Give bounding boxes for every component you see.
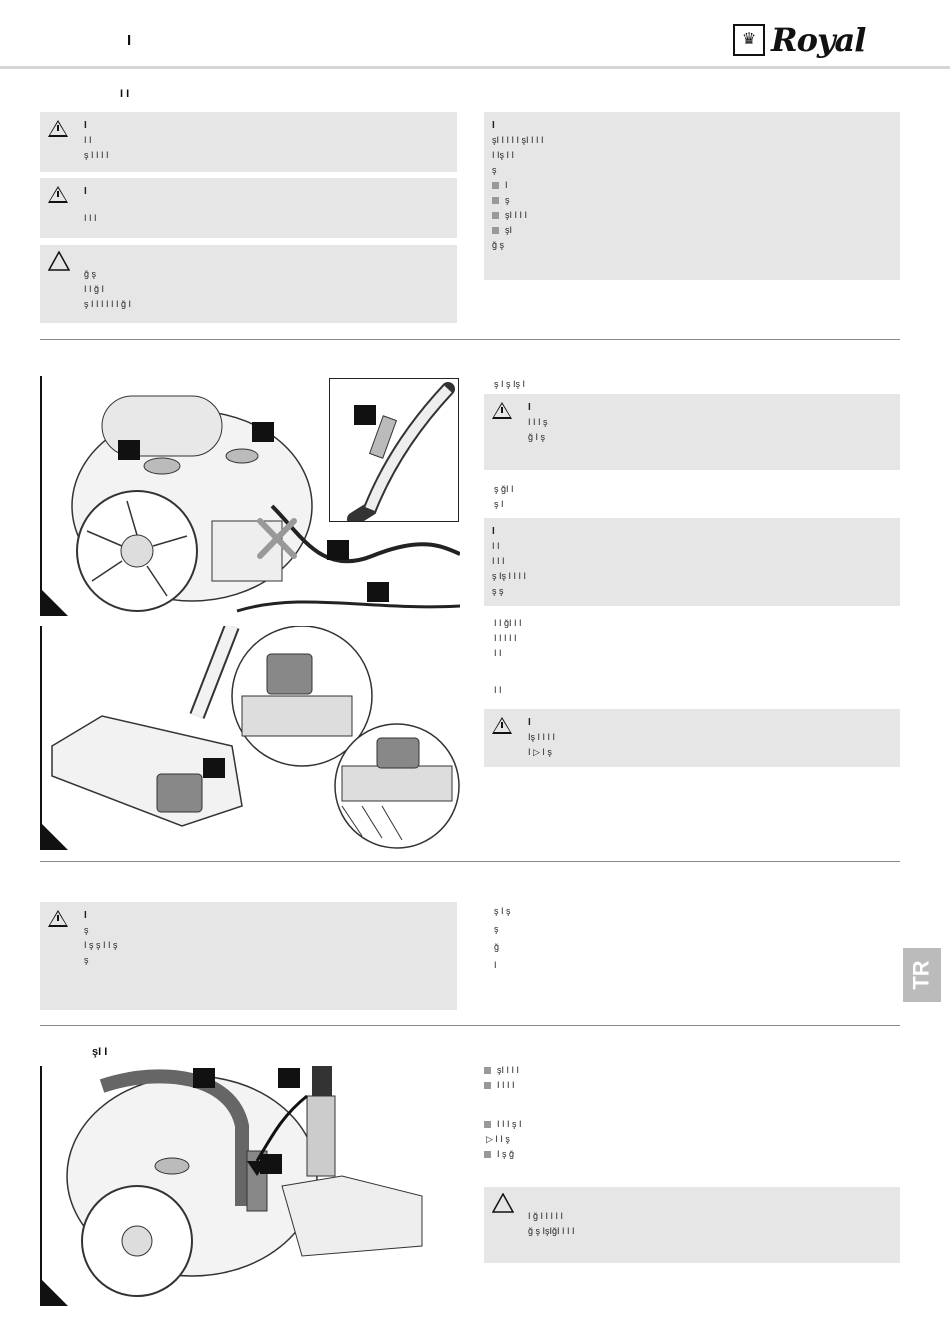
page-number: I <box>127 32 132 49</box>
figure-vacuum-body <box>40 376 460 616</box>
callout-tag <box>327 540 349 560</box>
crown-icon: ♛ <box>733 24 765 56</box>
warning-icon <box>48 120 68 137</box>
caution-box: ğ ş I I ğ I ş I I I I I I ğ I <box>40 245 457 323</box>
brand-name: Royal <box>771 21 866 59</box>
figure-hose-connect <box>40 1066 460 1306</box>
warning-box-5: I ş I ş ş I I ş ş <box>40 902 457 1010</box>
warning-icon <box>492 717 512 734</box>
info-box-2: I I I I I I ş Iş I I I I ş ş <box>484 518 900 606</box>
warning-box-2: I I I I <box>40 178 457 238</box>
list-item: I <box>492 178 892 193</box>
handle-illustration <box>347 382 455 526</box>
arrow-line: ▷ I I ş <box>486 1134 510 1144</box>
section-divider <box>40 339 900 340</box>
caution-box-2: I ğ I I I I I ğ ş IşIğI I I I <box>484 1187 900 1263</box>
caution-icon <box>48 251 70 271</box>
warning-box-1: I I I ş I I I I <box>40 112 457 172</box>
section4-title: şI I <box>92 1046 108 1058</box>
callout-tag <box>193 1068 215 1088</box>
info-box: I şI I I I I şI I I I I Iş I I ş I ş şI … <box>484 112 900 280</box>
list-item: I I I ş I <box>484 1117 900 1132</box>
list-item: I I I I <box>484 1078 900 1093</box>
callout-tag <box>252 422 274 442</box>
list-item: şI I I I <box>492 208 892 223</box>
callout-tag <box>260 1154 282 1174</box>
header-rule <box>0 66 950 69</box>
callout-tag <box>367 582 389 602</box>
warning-icon <box>48 910 68 927</box>
callout-tag <box>118 440 140 460</box>
royal-logo: ♛ Royal <box>733 21 866 59</box>
list-item: ş <box>492 193 892 208</box>
figure-corner <box>42 824 68 850</box>
hose-illustration <box>66 1066 423 1297</box>
callout-tag <box>278 1068 300 1088</box>
list-item: şI I I I <box>484 1063 900 1078</box>
language-tab: TR <box>903 948 941 1002</box>
section2-intro: ş I ş Iş I <box>494 379 526 389</box>
figure-corner <box>42 590 68 616</box>
section-divider <box>40 1025 900 1026</box>
figure-floor-nozzle <box>40 626 460 850</box>
figure-inset-handle <box>329 378 459 526</box>
warning-box-3: I I I I ş ğ I ş <box>484 394 900 470</box>
warning-box-4: I Iş I I I I I ▷ I ş <box>484 709 900 767</box>
section-divider <box>40 861 900 862</box>
callout-tag <box>203 758 225 778</box>
section4-list: şI I I I I I I I I I I ş I ▷ I I ş I <box>484 1063 900 1162</box>
section1-title: I I <box>120 88 130 100</box>
list-item: şI <box>492 223 892 238</box>
caution-icon <box>492 1193 514 1213</box>
warning-icon <box>48 186 68 203</box>
nozzle-illustration <box>51 626 460 849</box>
warning-icon <box>492 402 512 419</box>
figure-corner <box>42 1280 68 1306</box>
callout-tag <box>354 405 376 425</box>
list-item: I ş ğ <box>484 1147 900 1162</box>
